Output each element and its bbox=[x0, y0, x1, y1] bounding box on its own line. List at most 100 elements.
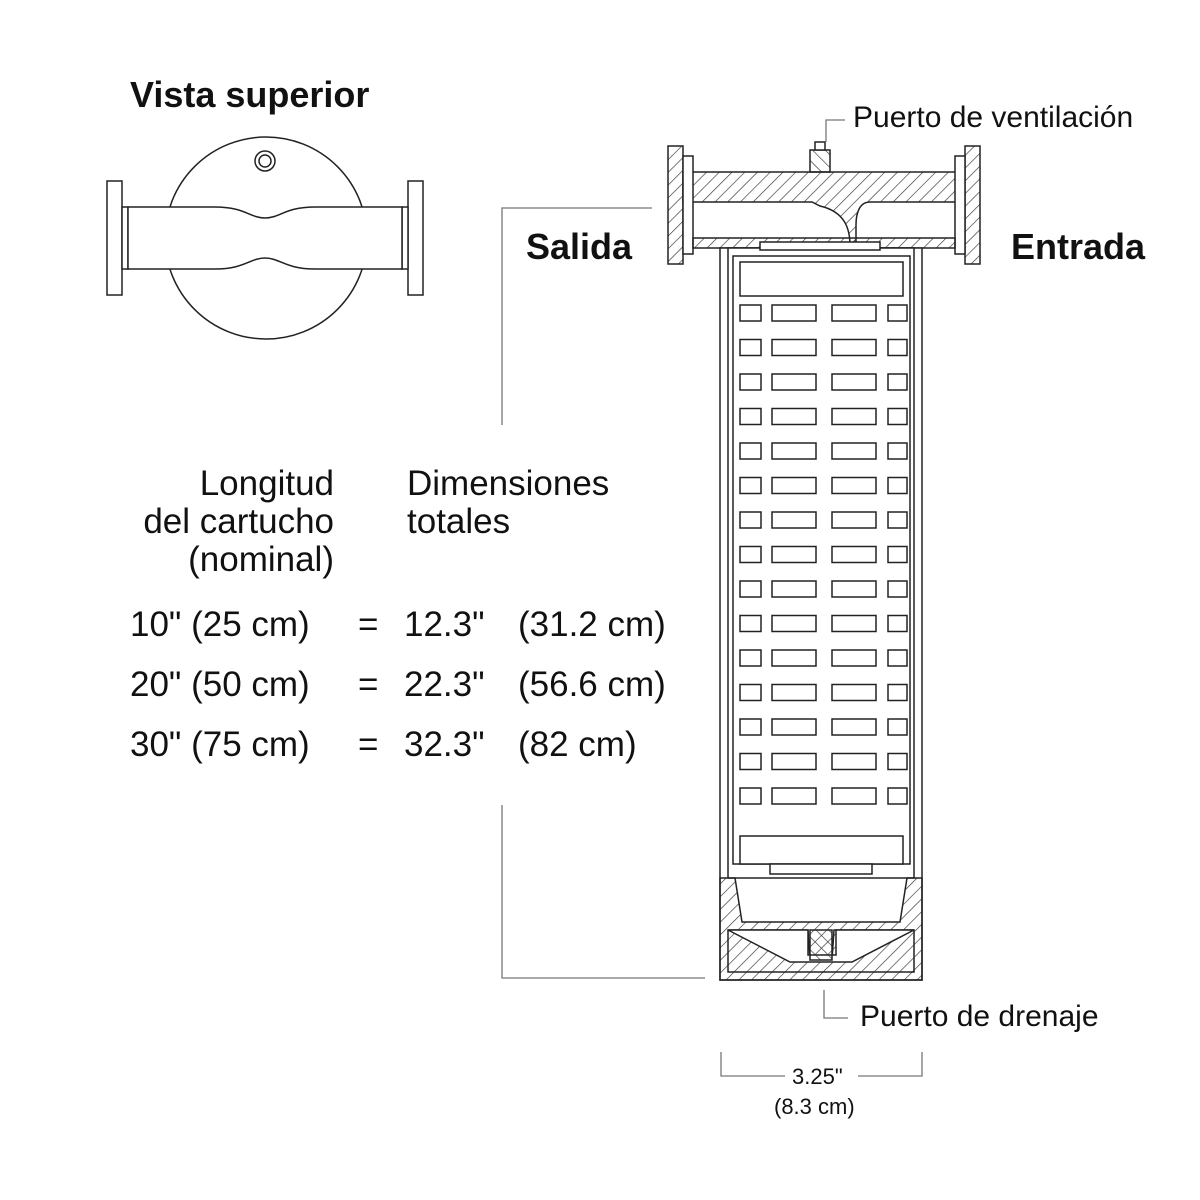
cartridge-slot bbox=[831, 752, 877, 771]
filter-cartridge bbox=[732, 255, 911, 865]
cartridge-slot bbox=[771, 338, 817, 357]
width-dimension-cm: (8.3 cm) bbox=[774, 1094, 855, 1119]
cartridge-slot bbox=[739, 580, 762, 598]
cartridge-slot bbox=[771, 373, 817, 391]
cartridge-slot bbox=[831, 614, 877, 633]
cartridge-slot bbox=[831, 580, 877, 598]
table-row: 20" (50 cm) bbox=[130, 665, 310, 705]
cartridge-slot bbox=[887, 683, 908, 702]
cartridge-slot bbox=[739, 752, 762, 771]
top-view-title: Vista superior bbox=[130, 74, 370, 115]
cartridge-slot bbox=[887, 545, 908, 564]
cartridge-slot bbox=[771, 752, 817, 771]
cartridge-slot bbox=[887, 752, 908, 771]
cartridge-slot bbox=[887, 614, 908, 633]
cartridge-slot bbox=[887, 580, 908, 598]
cartridge-slot bbox=[771, 304, 817, 322]
cartridge-slot bbox=[831, 304, 877, 322]
header-line: (nominal) bbox=[188, 540, 334, 579]
cm-value: (82 cm) bbox=[518, 725, 637, 764]
cartridge-slot bbox=[771, 787, 817, 805]
cartridge-slot bbox=[771, 614, 817, 633]
table-row: 30" (75 cm) bbox=[130, 725, 310, 765]
header-line: del cartucho bbox=[143, 502, 334, 541]
cartridge-slot bbox=[739, 511, 762, 529]
width-dimension-inches: 3.25" bbox=[792, 1064, 843, 1089]
cartridge-slot bbox=[831, 787, 877, 805]
drain-port-label: Puerto de drenaje bbox=[860, 1000, 1099, 1033]
cartridge-slot bbox=[771, 407, 817, 426]
cartridge-slot bbox=[831, 545, 877, 564]
cartridge-slot bbox=[887, 407, 908, 426]
cartridge-slot bbox=[771, 683, 817, 702]
cartridge-slot bbox=[739, 338, 762, 357]
cartridge-slot bbox=[739, 614, 762, 633]
top-view-right-flange bbox=[407, 180, 424, 296]
cartridge-slot bbox=[771, 476, 817, 495]
vent-port bbox=[809, 149, 831, 173]
overall-dimension-bottom bbox=[501, 805, 705, 979]
vent-port-label: Puerto de ventilación bbox=[853, 101, 1134, 134]
cartridge-slot bbox=[887, 304, 908, 322]
top-view bbox=[106, 136, 424, 340]
cartridge-slot bbox=[831, 407, 877, 426]
side-section bbox=[667, 141, 981, 981]
cartridge-slot bbox=[831, 683, 877, 702]
top-view-left-flange bbox=[106, 180, 123, 296]
cartridge-slot bbox=[739, 476, 762, 495]
cartridge-slot bbox=[739, 545, 762, 564]
cartridge-slot bbox=[771, 442, 817, 460]
cartridge-slot bbox=[831, 511, 877, 529]
equals-sign: = bbox=[358, 725, 379, 764]
cartridge-slot bbox=[771, 718, 817, 736]
width-dimension-right bbox=[858, 1052, 923, 1077]
drain-port bbox=[809, 929, 833, 961]
cartridge-slot bbox=[739, 304, 762, 322]
cartridge-slot bbox=[887, 787, 908, 805]
top-view-vent-hole bbox=[254, 150, 276, 172]
cartridge-slot bbox=[887, 476, 908, 495]
cartridge-slots bbox=[739, 304, 908, 805]
width-dimension-left bbox=[720, 1052, 785, 1077]
cartridge-slot bbox=[831, 373, 877, 391]
cartridge-slot bbox=[739, 442, 762, 460]
cartridge-slot bbox=[739, 683, 762, 702]
cm-value: (56.6 cm) bbox=[518, 665, 666, 704]
cartridge-slot bbox=[887, 373, 908, 391]
cartridge-slot bbox=[887, 442, 908, 460]
cartridge-slot bbox=[887, 338, 908, 357]
inches-value: 22.3" bbox=[404, 665, 485, 704]
head-pipe bbox=[682, 171, 962, 247]
nominal-value: 20" (50 cm) bbox=[130, 665, 310, 704]
vent-leader bbox=[825, 119, 845, 142]
header-line: Dimensiones bbox=[407, 464, 610, 503]
cartridge-slot bbox=[887, 649, 908, 667]
cartridge-slot bbox=[887, 511, 908, 529]
cartridge-slot bbox=[739, 649, 762, 667]
cartridge-slot bbox=[739, 787, 762, 805]
header-line: Longitud bbox=[199, 464, 334, 503]
cartridge-slot bbox=[771, 580, 817, 598]
overall-dimension-top bbox=[501, 207, 652, 425]
outlet-flange bbox=[667, 145, 684, 265]
outlet-label: Salida bbox=[526, 226, 633, 267]
cartridge-slot bbox=[887, 718, 908, 736]
cartridge-slot bbox=[771, 511, 817, 529]
top-view-pipe bbox=[127, 206, 403, 270]
equals-sign: = bbox=[358, 665, 379, 704]
cartridge-slot bbox=[739, 373, 762, 391]
cartridge-slot bbox=[739, 718, 762, 736]
cartridge-slot bbox=[831, 476, 877, 495]
cartridge-slot bbox=[831, 649, 877, 667]
equals-sign: = bbox=[358, 605, 379, 644]
cartridge-slot bbox=[771, 649, 817, 667]
table-row: 10" (25 cm) bbox=[130, 605, 310, 645]
cartridge-slot bbox=[831, 718, 877, 736]
cartridge-slot bbox=[739, 407, 762, 426]
cartridge-slot bbox=[771, 545, 817, 564]
nominal-value: 10" (25 cm) bbox=[130, 605, 310, 644]
cm-value: (31.2 cm) bbox=[518, 605, 666, 644]
drain-leader bbox=[823, 990, 848, 1019]
inlet-label: Entrada bbox=[1011, 226, 1146, 267]
